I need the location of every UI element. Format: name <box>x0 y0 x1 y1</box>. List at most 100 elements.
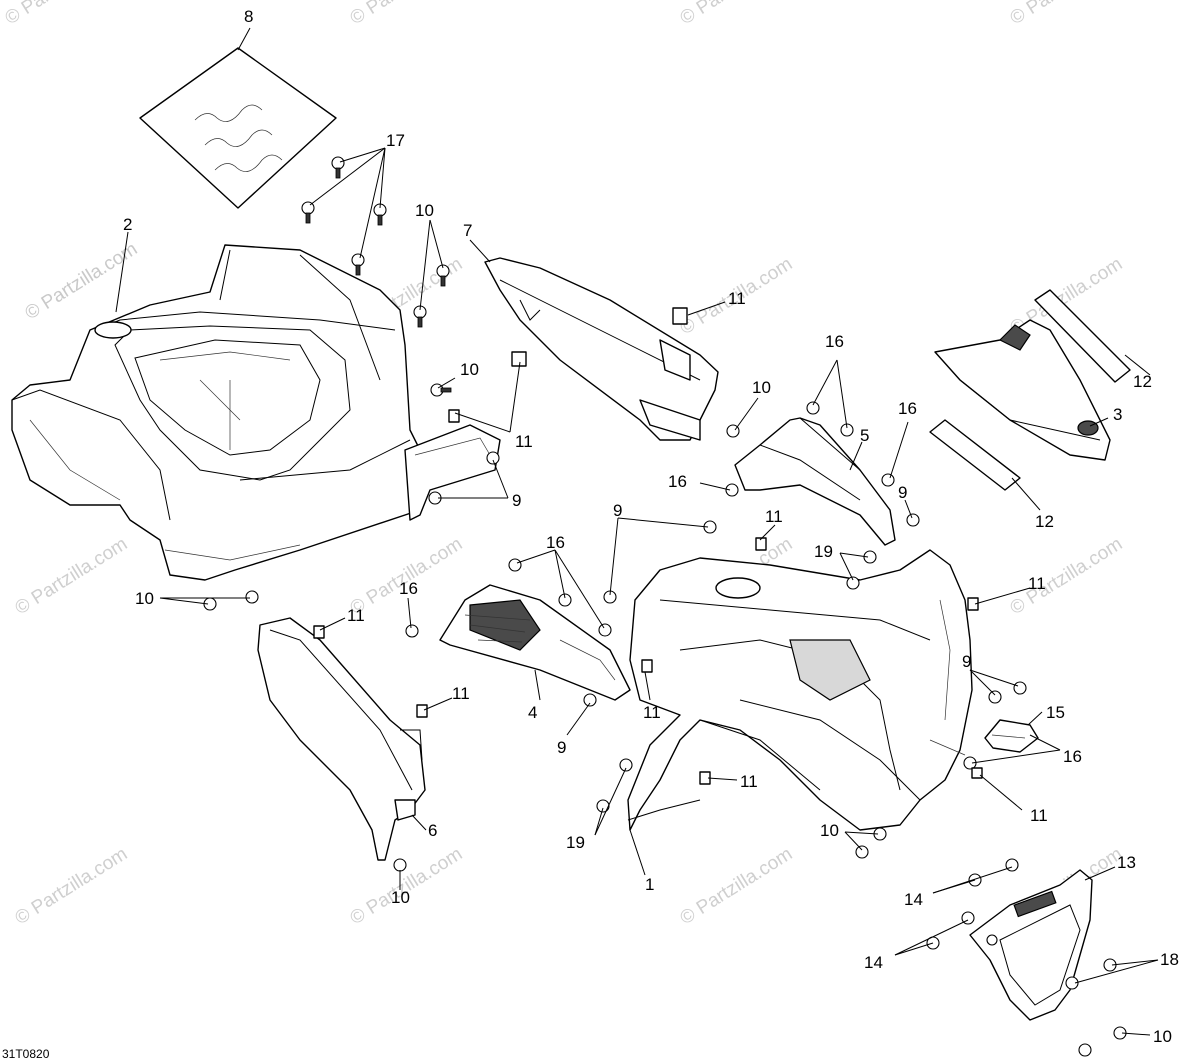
bolt-10-5 <box>245 590 259 604</box>
bolt-10-9 <box>855 845 869 859</box>
bolt-9-8 <box>1013 681 1027 695</box>
clip-11-5 <box>313 625 325 639</box>
callout-4: 4 <box>528 703 537 722</box>
clip-11-3 <box>448 409 460 423</box>
callout-7: 7 <box>463 221 472 240</box>
part-1-front-fender <box>627 549 973 831</box>
callout-10: 10 <box>460 360 479 379</box>
callout-19: 19 <box>814 542 833 561</box>
bolt-16-4 <box>725 483 739 497</box>
bolt-17-1 <box>331 156 345 179</box>
bolt-17-3 <box>373 203 387 226</box>
part-4-vent-panel <box>439 584 631 701</box>
callout-14: 14 <box>904 890 923 909</box>
bolt-10-7 <box>393 858 407 872</box>
bolt-16-1 <box>806 401 820 415</box>
watermark: © Partzilla.com <box>677 0 797 29</box>
callout-16: 16 <box>898 399 917 418</box>
watermark: © Partzilla.com <box>347 844 467 930</box>
callout-19: 19 <box>566 833 585 852</box>
bolt-16-2 <box>840 423 854 437</box>
watermark: © Partzilla.com <box>1007 534 1127 620</box>
part-12-strip-top <box>1034 289 1131 383</box>
part-2-rear-fender <box>11 244 431 581</box>
part-15-clip <box>984 719 1039 753</box>
callout-11: 11 <box>347 606 365 625</box>
bolt-16-6 <box>558 593 572 607</box>
fasteners <box>203 156 1127 1057</box>
callout-5: 5 <box>860 426 869 445</box>
leader-lines <box>115 27 1159 1036</box>
bolt-9-5 <box>583 693 597 707</box>
callout-11: 11 <box>452 684 470 703</box>
bolt-16-7 <box>598 623 612 637</box>
clip-11-1 <box>672 307 688 325</box>
callout-16: 16 <box>546 533 565 552</box>
watermark: © Partzilla.com <box>12 534 132 620</box>
callout-11: 11 <box>515 432 533 451</box>
bolt-17-4 <box>351 253 365 276</box>
bolt-16-5 <box>508 558 522 572</box>
callout-12: 12 <box>1035 512 1054 531</box>
watermark: © Partzilla.com <box>2 0 122 29</box>
watermark: © Partzilla.com <box>677 844 797 930</box>
bolt-16-9 <box>963 756 977 770</box>
bolt-17-2 <box>301 201 315 224</box>
callout-16: 16 <box>825 332 844 351</box>
part-13-plate <box>969 869 1093 1021</box>
watermark-main: © Partzilla.com <box>22 239 142 325</box>
callout-9: 9 <box>557 738 566 757</box>
callout-11: 11 <box>740 772 758 791</box>
callout-2: 2 <box>123 215 132 234</box>
watermark: © Partzilla.com <box>347 0 467 29</box>
bolt-19-3 <box>619 758 633 772</box>
part-12-strip-bottom <box>929 419 1021 491</box>
watermark: © Partzilla.com <box>12 844 132 930</box>
callout-9: 9 <box>613 501 622 520</box>
bolt-19-1 <box>863 550 877 564</box>
callout-9: 9 <box>898 483 907 502</box>
bolt-10-1 <box>436 264 450 287</box>
bolt-19-4 <box>596 799 610 813</box>
callout-11: 11 <box>1028 574 1046 593</box>
callout-9: 9 <box>512 491 521 510</box>
callout-11: 11 <box>728 289 746 308</box>
clip-11-8 <box>967 597 979 611</box>
callout-8: 8 <box>244 7 253 26</box>
drawing-code: 31T0820 <box>2 1047 50 1061</box>
part-7-side-panel <box>484 257 719 441</box>
callout-10: 10 <box>135 589 154 608</box>
callout-labels: 8 17 2 10 7 11 10 10 11 9 16 5 16 16 9 1… <box>123 7 1179 1046</box>
part-6-side-rail <box>257 617 426 861</box>
callout-3: 3 <box>1113 405 1122 424</box>
callout-10: 10 <box>1153 1027 1172 1046</box>
clip-11-6 <box>416 704 428 718</box>
nut-14-2 <box>1005 858 1019 872</box>
callout-17: 17 <box>386 131 405 150</box>
callout-16: 16 <box>1063 747 1082 766</box>
callout-11: 11 <box>643 703 661 722</box>
callout-1: 1 <box>645 875 654 894</box>
callout-16: 16 <box>668 472 687 491</box>
callout-11: 11 <box>1030 806 1048 825</box>
part-8-decal-sheet <box>139 47 337 209</box>
clip-11-7 <box>641 659 653 673</box>
bolt-9-7 <box>988 690 1002 704</box>
callout-12: 12 <box>1133 372 1152 391</box>
bolt-9-6 <box>906 513 920 527</box>
part-3-cover <box>934 319 1111 461</box>
bolt-18-2 <box>1065 976 1079 990</box>
bolt-10-11 <box>1078 1043 1092 1057</box>
callout-18: 18 <box>1160 950 1179 969</box>
callout-10: 10 <box>752 378 771 397</box>
clip-11-2 <box>511 351 527 367</box>
callout-11: 11 <box>765 507 783 526</box>
callout-6: 6 <box>428 821 437 840</box>
callout-15: 15 <box>1046 703 1065 722</box>
callout-13: 13 <box>1117 853 1136 872</box>
part-5-flap <box>734 417 896 546</box>
callout-9: 9 <box>962 652 971 671</box>
bolt-16-3 <box>881 473 895 487</box>
callout-10: 10 <box>820 821 839 840</box>
